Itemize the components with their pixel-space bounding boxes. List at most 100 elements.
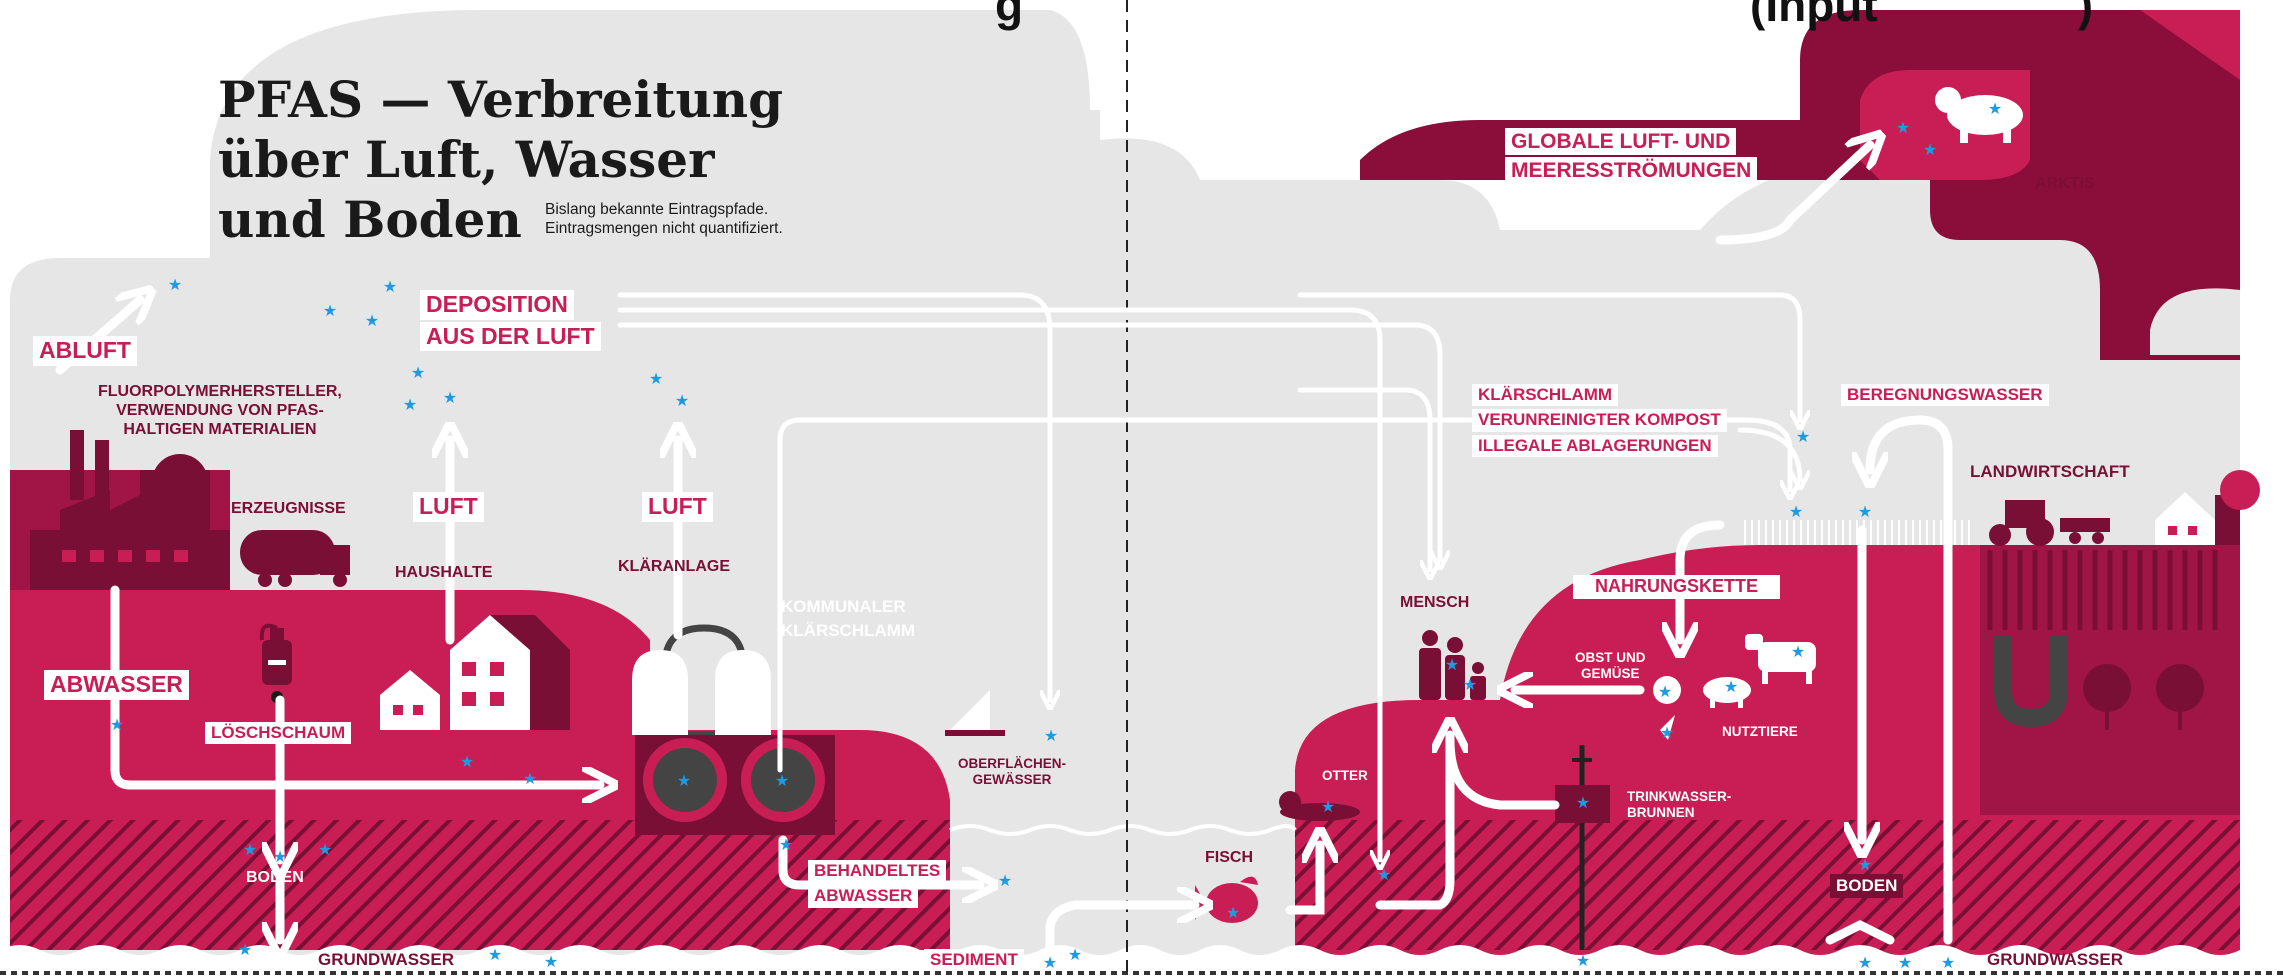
page-title: PFAS — Verbreitung über Luft, Wasser und… (218, 70, 783, 250)
svg-text:★: ★ (488, 945, 502, 964)
pfas-markers: ★★★ ★★★ ★★★ ★★★ ★★★ ★★★ ★★★ ★★★ ★★★ ★★★ … (110, 99, 2002, 972)
label-behandeltes-abwasser: BEHANDELTES ABWASSER (808, 860, 947, 908)
svg-text:★: ★ (775, 771, 789, 790)
label-eintraege-boden: KLÄRSCHLAMM VERUNREINIGTER KOMPOST ILLEG… (1472, 384, 1727, 458)
tractor-icon (1989, 500, 2110, 546)
label-kommunal-line1: KOMMUNALER (781, 597, 906, 616)
subtitle-line-2: Eintragsmengen nicht quantifiziert. (545, 220, 783, 237)
label-sediment-text: SEDIMENT (924, 949, 1024, 972)
label-deposition-line1: DEPOSITION (420, 290, 574, 320)
svg-text:★: ★ (168, 275, 182, 294)
svg-text:★: ★ (1660, 723, 1674, 742)
label-kommunaler-klaerschlamm: KOMMUNALER KLÄRSCHLAMM (781, 597, 915, 641)
flow-arrows-thin (617, 292, 1800, 860)
label-deposition: DEPOSITION AUS DER LUFT (420, 290, 601, 352)
svg-text:★: ★ (1796, 427, 1810, 446)
u-pipe (1994, 635, 2068, 728)
label-luft-1: LUFT (413, 492, 484, 522)
label-fluor-line1: FLUORPOLYMERHERSTELLER, (98, 383, 342, 400)
svg-text:★: ★ (1226, 903, 1240, 922)
sky-strip (0, 0, 2283, 10)
houses-icon (380, 615, 570, 730)
label-obst-line1: OBST UND (1575, 650, 1646, 665)
label-trink-line2: BRUNNEN (1627, 805, 1695, 820)
label-behandelt-line1: BEHANDELTES (808, 860, 947, 883)
label-oberfl-line2: GEWÄSSER (972, 772, 1052, 787)
label-loeschschaum: LÖSCHSCHAUM (205, 722, 352, 745)
svg-text:★: ★ (443, 388, 457, 407)
label-klaerschlamm-right: KLÄRSCHLAMM (1472, 384, 1619, 407)
label-oberflaechengewaesser: OBERFLÄCHEN- GEWÄSSER (958, 756, 1066, 788)
label-abwasser-text: ABWASSER (44, 670, 189, 700)
label-erzeugnisse: ERZEUGNISSE (231, 500, 346, 517)
label-nutztiere: NUTZTIERE (1722, 724, 1798, 739)
subtitle: Bislang bekannte Eintragspfade. Eintrags… (545, 200, 783, 238)
svg-text:★: ★ (1576, 793, 1590, 812)
svg-text:★: ★ (403, 395, 417, 414)
label-trink-line1: TRINKWASSER- (1627, 789, 1732, 804)
svg-text:★: ★ (1858, 855, 1872, 874)
flow-arrows (55, 145, 1953, 950)
svg-text:★: ★ (1941, 953, 1955, 972)
farmhouse-icon (2155, 470, 2260, 545)
polar-bear-icon (1935, 87, 2023, 143)
svg-text:★: ★ (998, 871, 1012, 890)
label-fluor-line2: VERWENDUNG VON PFAS- (116, 402, 324, 419)
top-cut-text-left: g (995, 0, 1024, 31)
svg-text:★: ★ (1068, 945, 1082, 964)
label-otter: OTTER (1322, 768, 1368, 783)
svg-text:★: ★ (318, 840, 332, 859)
label-behandelt-line2: ABWASSER (808, 885, 919, 908)
soil-right (1295, 820, 2240, 950)
svg-text:★: ★ (649, 369, 663, 388)
label-beregnung-text: BEREGNUNGSWASSER (1841, 384, 2049, 407)
svg-text:★: ★ (1321, 797, 1335, 816)
title-line-1: PFAS — Verbreitung (218, 70, 784, 129)
svg-text:★: ★ (1789, 502, 1803, 521)
label-globale-stroemungen: GLOBALE LUFT- UND MEERESSTRÖMUNGEN (1505, 128, 1758, 185)
label-fluorpolymer: FLUORPOLYMERHERSTELLER, VERWENDUNG VON P… (98, 382, 342, 439)
label-kommunal-line2: KLÄRSCHLAMM (781, 621, 916, 640)
label-grundwasser-right: GRUNDWASSER (1987, 950, 2124, 969)
svg-text:★: ★ (1463, 675, 1477, 694)
label-luft-1-text: LUFT (413, 492, 484, 522)
svg-text:★: ★ (110, 715, 124, 734)
label-luft-2: LUFT (642, 492, 713, 522)
pig-icon (1703, 677, 1751, 708)
svg-text:★: ★ (238, 940, 252, 959)
label-fluor-line3: HALTIGEN MATERIALIEN (123, 421, 317, 438)
water-waves-upper (949, 824, 1297, 836)
svg-text:★: ★ (323, 301, 337, 320)
svg-text:★: ★ (243, 840, 257, 859)
svg-text:★: ★ (1791, 642, 1805, 661)
svg-text:★: ★ (1044, 726, 1058, 745)
label-fisch: FISCH (1205, 849, 1253, 866)
otter-icon (1279, 791, 1360, 821)
label-sediment: SEDIMENT (924, 949, 1024, 972)
label-illegale-ablagerungen: ILLEGALE ABLAGERUNGEN (1472, 434, 1718, 458)
svg-text:★: ★ (383, 277, 397, 296)
well-icon (1555, 745, 1610, 950)
title-line-3: und Boden (218, 190, 522, 249)
trees-icon (2083, 664, 2204, 730)
label-boden-right-text: BODEN (1830, 874, 1904, 898)
svg-text:★: ★ (273, 847, 287, 866)
label-kompost: VERUNREINIGTER KOMPOST (1472, 409, 1727, 432)
label-nahrungskette: NAHRUNGSKETTE (1573, 575, 1781, 599)
fruit-icon (1653, 676, 1681, 740)
tanker-truck-icon (240, 530, 350, 587)
svg-text:★: ★ (779, 835, 793, 854)
label-mensch: MENSCH (1400, 594, 1470, 611)
top-cut-text-right-b: ) (2077, 0, 2094, 31)
label-abluft-text: ABLUFT (33, 336, 137, 366)
svg-text:★: ★ (1896, 118, 1910, 137)
svg-text:★: ★ (1923, 140, 1937, 159)
title-line-2: über Luft, Wasser (218, 130, 715, 189)
label-nahrungskette-text: NAHRUNGSKETTE (1573, 575, 1781, 599)
svg-text:★: ★ (1988, 99, 2002, 118)
svg-text:★: ★ (411, 363, 425, 382)
svg-text:★: ★ (523, 769, 537, 788)
label-loeschschaum-text: LÖSCHSCHAUM (205, 722, 352, 745)
label-abluft: ABLUFT (33, 336, 137, 366)
